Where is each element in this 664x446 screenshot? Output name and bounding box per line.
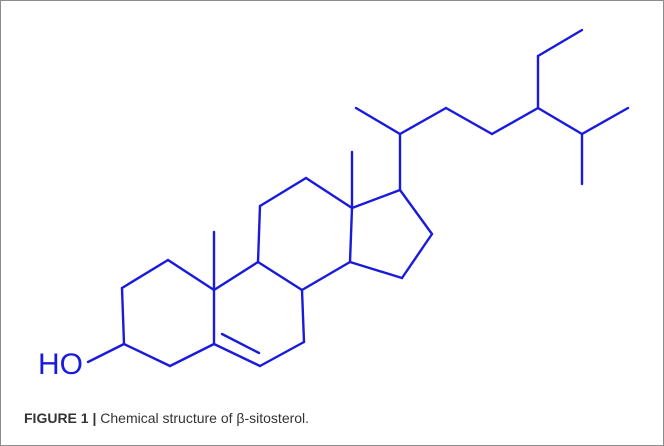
- figure-caption: FIGURE 1 | Chemical structure of β-sitos…: [24, 410, 309, 426]
- hydroxyl-bond: [86, 342, 126, 364]
- hydroxyl-label: HO: [38, 348, 83, 381]
- ring-c: [256, 176, 354, 292]
- figure-caption-text: Chemical structure of β-sitosterol.: [96, 410, 310, 426]
- figure-caption-lead: FIGURE 1 |: [24, 410, 97, 426]
- ring-a: [120, 258, 216, 368]
- ring-d: [348, 188, 434, 280]
- ring-b: [212, 260, 306, 368]
- side-chain: [354, 28, 630, 192]
